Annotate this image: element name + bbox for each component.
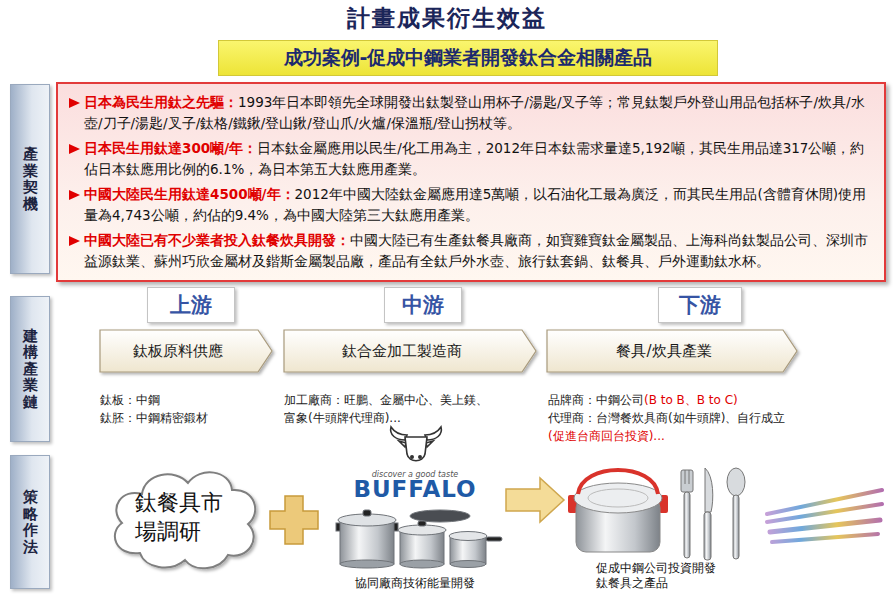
bullet-item: 中國大陸民生用鈦達4500噸/年：2012年中國大陸鈦金屬應用達5萬噸，以石油化…	[68, 184, 872, 226]
plus-symbol	[270, 496, 318, 544]
bullet-item: 日本民生用鈦達300噸/年：日本鈦金屬應用以民生/化工用為主，2012年日本鈦需…	[68, 138, 872, 180]
text-holder: 餐具/炊具產業	[616, 342, 711, 361]
text-holder: 協同廠商技術能量開發	[355, 576, 475, 592]
label-line: BUFFALO	[340, 478, 490, 501]
bullet-item: 中國大陸已有不少業者投入鈦餐炊具開發：中國大陸已有生產鈦餐具廠商，如寶雞寶鈦金屬…	[68, 230, 872, 272]
note-text: 代理商：台灣餐炊具商(如牛頭牌)、自行成立	[548, 411, 785, 425]
figure-box: 協同廠商技術能量開發	[326, 440, 504, 594]
titanium-products	[568, 468, 882, 560]
bullet-heading: 中國大陸民生用鈦達4500噸/年：	[84, 186, 295, 202]
text-holder: 建構產業鏈	[23, 328, 38, 411]
bullet-heading: 日本為民生用鈦之先驅：	[84, 94, 238, 110]
text-holder: 促成中鋼公司投資開發 鈦餐具之產品	[596, 561, 728, 592]
bullet-arrow	[69, 190, 80, 200]
text-holder: 日本為民生用鈦之先驅：1993年日本即領先全球開發出鈦製登山用杯子/湯匙/叉子等…	[68, 90, 872, 274]
note-text: 鈦胚：中鋼精密鍛材	[100, 411, 208, 425]
label-group: 加工廠商：旺鵬、金屬中心、美上鎂、 富象(牛頭牌代理商)...	[284, 391, 500, 427]
row-label: 建構產業鏈	[10, 296, 50, 442]
banner-box: 成功案例-促成中鋼業者開發鈦合金相關產品	[218, 40, 718, 76]
cookware-picture	[336, 510, 502, 568]
node-text: 策略作法	[23, 489, 38, 555]
node-text: 促成中鋼公司投資開發 鈦餐具之產品	[596, 561, 728, 592]
text-holder: 鈦餐具市 場調研	[135, 489, 231, 546]
label-line: 代理商：台灣餐炊具商(如牛頭牌)、自行成立	[548, 409, 848, 427]
label-line: 鈦胚：中鋼精密鍛材	[100, 409, 280, 427]
block-arrow	[506, 478, 564, 522]
page-title: 計畫成果衍生效益	[0, 3, 893, 34]
bullet-arrow	[69, 236, 80, 246]
node-text: 鈦餐具市 場調研	[135, 489, 231, 546]
label-line: 品牌商：中鋼公司(B to B、B to C)	[548, 391, 848, 409]
bullet-arrow	[69, 144, 80, 154]
node-text: 下游	[679, 291, 721, 319]
text-holder: 鈦合金加工製造商	[342, 342, 462, 361]
text-holder: 中游	[402, 291, 444, 319]
label-line: 加工廠商：旺鵬、金屬中心、美上鎂、 富象(牛頭牌代理商)...	[284, 391, 500, 427]
stage-box: 下游	[658, 287, 742, 323]
node-text: 餐具/炊具產業	[616, 342, 711, 361]
label-group: 鈦板：中鋼鈦胚：中鋼精密鍛材	[100, 391, 280, 427]
row-label: 產業契機	[10, 84, 50, 274]
bull-logo	[391, 427, 442, 461]
chevron-step: 鈦合金加工製造商	[284, 330, 536, 372]
node-text: 產業契機	[23, 146, 38, 212]
node-text: 鈦板原料供應	[133, 342, 223, 361]
label-group: BUFFALO	[340, 478, 490, 501]
chevron-step: 餐具/炊具產業	[547, 330, 797, 372]
node-text: 上游	[170, 291, 212, 319]
chevron-step: 鈦板原料供應	[100, 330, 272, 372]
bullet-panel: 日本為民生用鈦之先驅：1993年日本即領先全球開發出鈦製登山用杯子/湯匙/叉子等…	[56, 82, 886, 282]
label-line: (促進台商回台投資)...	[548, 427, 848, 445]
node-text: 成功案例-促成中鋼業者開發鈦合金相關產品	[284, 45, 653, 71]
text-holder: 鈦板原料供應	[133, 342, 223, 361]
note-text: (B to B、B to C)	[644, 393, 738, 407]
bullet-heading: 日本民生用鈦達300噸/年：	[84, 140, 257, 156]
note-text: 品牌商：中鋼公司	[548, 393, 644, 407]
text-holder: 成功案例-促成中鋼業者開發鈦合金相關產品	[284, 45, 653, 71]
bullet-heading: 中國大陸已有不少業者投入鈦餐炊具開發：	[84, 232, 350, 248]
node-text: 鈦合金加工製造商	[342, 342, 462, 361]
row-label: 策略作法	[10, 455, 50, 589]
bullet-arrow	[69, 190, 80, 200]
note-text: 加工廠商：旺鵬、金屬中心、美上鎂、 富象(牛頭牌代理商)...	[284, 393, 488, 425]
bullet-arrow	[69, 98, 80, 108]
bullet-arrow	[69, 98, 80, 108]
label-group: 品牌商：中鋼公司(B to B、B to C) 代理商：台灣餐炊具商(如牛頭牌)、…	[548, 391, 848, 445]
title-block: 計畫成果衍生效益	[0, 3, 893, 34]
cloud-shape: 鈦餐具市 場調研	[100, 458, 265, 578]
node-text: 建構產業鏈	[23, 328, 38, 411]
chevron-outline	[284, 330, 536, 372]
bullet-item: 日本為民生用鈦之先驅：1993年日本即領先全球開發出鈦製登山用杯子/湯匙/叉子等…	[68, 92, 872, 134]
cloud-outline	[100, 458, 265, 578]
text-holder: 上游	[170, 291, 212, 319]
text-holder: 下游	[679, 291, 721, 319]
bullet-arrow	[69, 236, 80, 246]
node-text: 中游	[402, 291, 444, 319]
bullet-arrow	[69, 144, 80, 154]
figure-box: 促成中鋼公司投資開發 鈦餐具之產品	[566, 456, 884, 594]
note-text: (促進台商回台投資)...	[548, 429, 665, 443]
cloud-outline	[115, 472, 255, 568]
label-line: 鈦板：中鋼	[100, 391, 280, 409]
stage-box: 中游	[384, 287, 462, 323]
node-text: 協同廠商技術能量開發	[355, 576, 475, 592]
note-text: BUFFALO	[353, 476, 476, 502]
chevron-outline	[547, 330, 797, 372]
text-holder: 策略作法	[23, 489, 38, 555]
note-text: 鈦板：中鋼	[100, 393, 160, 407]
stage-box: 上游	[147, 287, 235, 323]
chevron-outline	[100, 330, 272, 372]
text-holder: 產業契機	[23, 146, 38, 212]
